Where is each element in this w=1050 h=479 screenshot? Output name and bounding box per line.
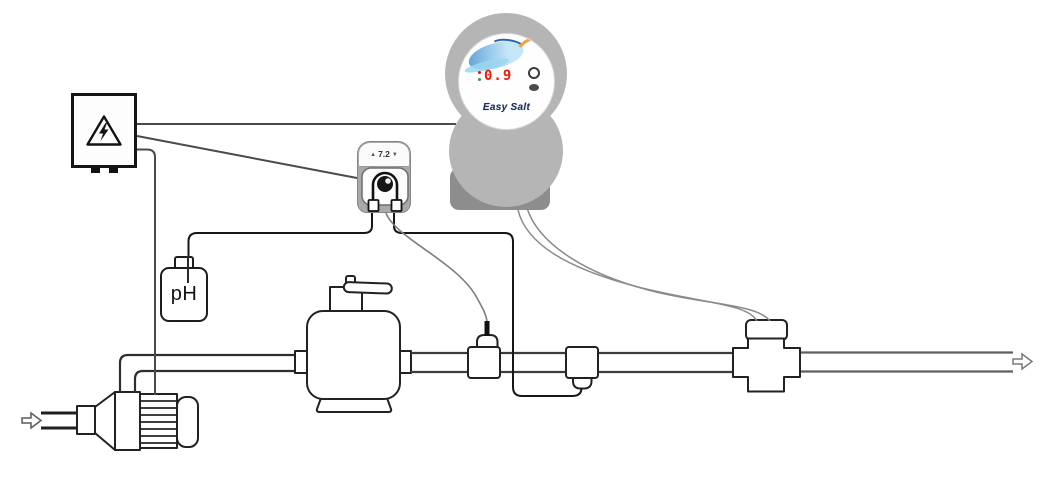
pump-to-filter-pipe: [118, 353, 296, 392]
filter-base: [315, 397, 393, 413]
high-voltage-warning-icon: [86, 115, 122, 146]
filter-right-stub: [399, 350, 412, 374]
green-indicator-dot: [478, 78, 481, 81]
pump-volute: [94, 391, 116, 451]
ph-canister: pH: [160, 256, 210, 324]
cell-cap: [745, 319, 788, 341]
brand-label: Easy Salt: [482, 102, 531, 113]
ph-setpoint-value: 7.2: [378, 149, 390, 160]
cable-to-pump: [137, 148, 156, 395]
ph-probe-cable: [385, 212, 488, 322]
filter-tank: [306, 310, 401, 400]
power-cables: [136, 123, 456, 395]
electrical-box: [71, 93, 137, 168]
controller-buttons: [528, 67, 540, 91]
up-arrow-icon: ▲: [370, 151, 377, 158]
controller-face: 0.9 Easy Salt: [458, 33, 555, 130]
display-value: 0.9: [484, 68, 513, 84]
cell-cables: [517, 207, 771, 322]
chlorinator-cell-tee: [732, 319, 801, 393]
multiport-valve-handle: [342, 281, 393, 295]
easy-salt-controller: 0.9 Easy Salt: [443, 10, 570, 212]
cable-to-dosing-pump: [136, 135, 358, 179]
main-pipe: [411, 351, 733, 374]
outlet-arrow-icon: [1012, 352, 1034, 371]
canister-neck: [174, 256, 194, 270]
oval-button: [529, 84, 539, 91]
injection-fitting: [565, 346, 599, 390]
canister-body: pH: [160, 267, 208, 322]
dosing-pump-display: ▲ 7.2 ▼: [359, 143, 409, 167]
outlet-pipe: [800, 351, 1013, 373]
down-arrow-icon: ▼: [391, 151, 398, 158]
filter-left-stub: [294, 350, 308, 374]
filtration-pump: [76, 391, 199, 451]
pump-motor-fins: [139, 393, 178, 449]
injection-tube: [393, 213, 583, 397]
dosing-tubes: [187, 213, 583, 397]
ph-probe-tee: [467, 334, 501, 379]
red-indicator-dot: [478, 71, 481, 74]
box-feet: [91, 168, 118, 173]
pump-end-cap: [176, 396, 199, 448]
suction-tube-in-canister: [187, 256, 189, 283]
round-button: [528, 67, 540, 79]
controller-display: 0.9: [478, 69, 512, 83]
peristaltic-head-icon: [361, 167, 409, 212]
pump-body: [114, 391, 141, 451]
inlet-arrow-icon: [21, 411, 43, 430]
ph-label: pH: [170, 283, 198, 305]
ph-dosing-pump: ▲ 7.2 ▼: [357, 141, 411, 213]
sand-filter: [294, 275, 412, 413]
pump-coupling: [76, 405, 96, 435]
suction-tube: [187, 213, 373, 258]
status-indicators: [478, 71, 481, 81]
inlet-pipe: [41, 411, 77, 430]
